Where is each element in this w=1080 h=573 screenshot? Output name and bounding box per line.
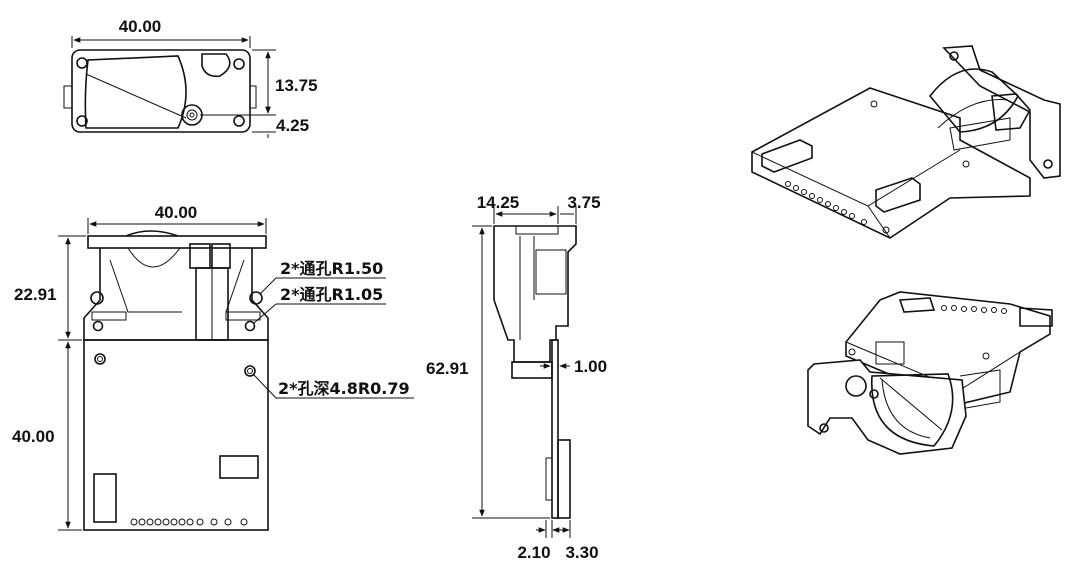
front-width-label: 40.00: [155, 203, 198, 222]
top-offset-label: 4.25: [276, 116, 309, 135]
iso-pins-bottom: [941, 305, 1007, 314]
side-bottom-left-label: 2.10: [517, 543, 550, 562]
hole-callout-2: 2*通孔R1.05: [280, 285, 383, 304]
pin-header: [130, 518, 248, 526]
iso-pins-top: [785, 181, 867, 225]
isometric-view-bottom: [807, 291, 1053, 455]
side-bottom-right-label: 3.30: [565, 543, 598, 562]
top-view: 40.00 13.75 4.25: [63, 17, 318, 138]
front-view: 40.00 22.91 40.00 2*通孔R1.50 2*通孔R1.05 2*…: [12, 203, 414, 531]
side-total-height-label: 62.91: [426, 359, 469, 378]
top-width-label: 40.00: [119, 17, 162, 36]
side-thickness-label: 1.00: [574, 357, 607, 376]
side-top-left-label: 14.25: [477, 193, 520, 212]
hole-callout-3: 2*孔深4.8R0.79: [278, 379, 410, 398]
side-top-right-label: 3.75: [567, 193, 600, 212]
side-view: 14.25 3.75 62.91 1.00 2.10 3.30: [426, 193, 607, 562]
hole-callout-1: 2*通孔R1.50: [280, 259, 383, 278]
front-upper-height-label: 22.91: [14, 285, 57, 304]
top-height-label: 13.75: [275, 76, 318, 95]
isometric-view-top: [751, 45, 1061, 239]
front-lower-height-label: 40.00: [12, 427, 55, 446]
